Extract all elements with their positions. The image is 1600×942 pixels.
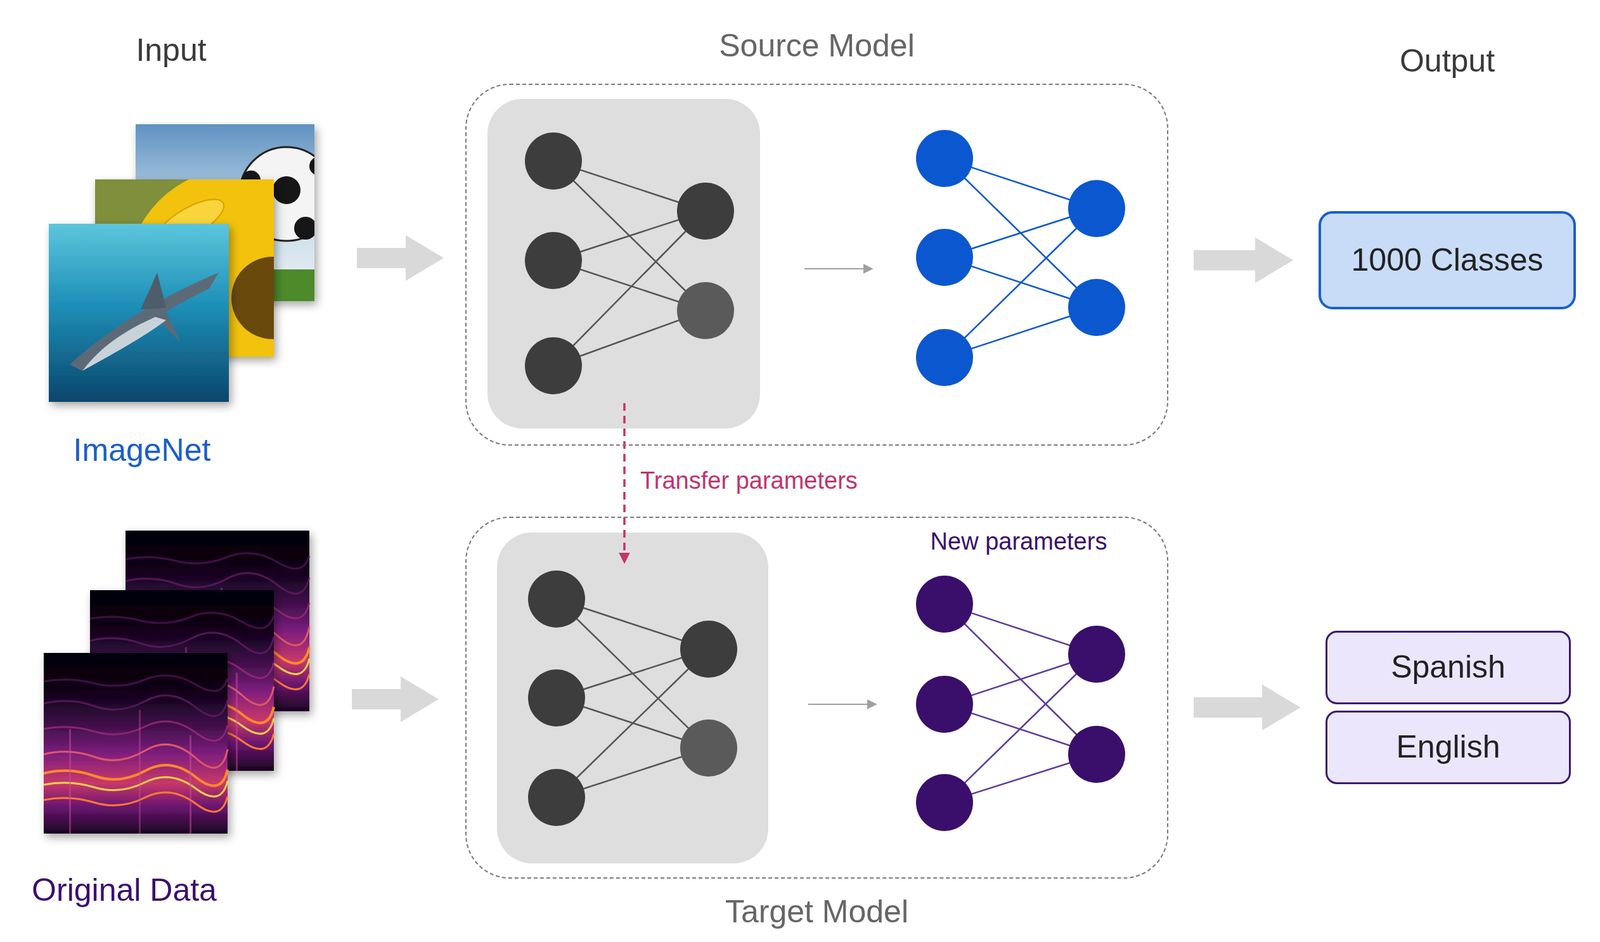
dataset-label: ImageNet (73, 432, 212, 470)
neuron (916, 575, 974, 633)
neuron (1068, 180, 1126, 238)
input-arrow (356, 235, 444, 281)
column-heading: Output (1399, 43, 1495, 80)
neuron (524, 132, 582, 190)
neuron (528, 768, 586, 826)
annotation: New parameters (930, 528, 1108, 556)
neuron (677, 182, 735, 240)
net-edge (944, 208, 1097, 358)
ball-patch (294, 216, 315, 240)
ball-patch (272, 176, 301, 205)
flow-arrow (1193, 684, 1301, 731)
layer-panel (487, 98, 761, 429)
sunflower-center (231, 256, 274, 340)
neuron (680, 620, 738, 678)
net-edge (944, 654, 1097, 803)
class-box: Spanish (1325, 630, 1571, 705)
neuron (1068, 625, 1126, 683)
dataset-label: Original Data (31, 872, 217, 910)
edge-label: Transfer parameters (640, 467, 858, 496)
class-box: English (1325, 710, 1571, 785)
neuron (916, 228, 974, 286)
net-edge (944, 604, 1097, 755)
flow-arrow (804, 268, 873, 270)
transfer-arrow (623, 403, 626, 562)
neuron (1068, 278, 1126, 336)
net-edge (553, 211, 706, 366)
flow-arrow (1193, 684, 1301, 731)
output-box: 1000 Classes (1318, 211, 1576, 310)
neuron (524, 232, 582, 290)
spectrogram (43, 652, 228, 834)
flow-arrow (1193, 237, 1294, 284)
layer-panel (496, 532, 769, 864)
neuron (528, 570, 586, 628)
neuron (528, 669, 586, 727)
model-group: Target Model (465, 516, 1169, 879)
group-heading: Target Model (466, 893, 1168, 931)
neuron (916, 129, 974, 188)
input-arrow (351, 676, 439, 723)
box-label: English (1396, 729, 1501, 766)
neuron (524, 337, 582, 395)
box-label: 1000 Classes (1351, 242, 1544, 279)
flow-arrow (808, 703, 877, 705)
net-edge (556, 649, 709, 798)
shark-belly (82, 316, 167, 371)
neuron (916, 675, 974, 733)
neuron (677, 282, 735, 340)
neuron (916, 774, 974, 832)
shark (69, 272, 219, 371)
shark-photo (48, 223, 229, 402)
column-heading: Input (135, 32, 207, 70)
box-label: Spanish (1390, 649, 1506, 686)
neuron (680, 719, 738, 777)
group-heading: Source Model (466, 27, 1168, 65)
neuron (1068, 725, 1126, 783)
model-group: Source Model (465, 83, 1169, 446)
shark-fin (140, 272, 167, 310)
ball-patch (309, 156, 315, 176)
neuron (916, 329, 974, 387)
net-edge (944, 158, 1097, 308)
net-edge (556, 599, 709, 749)
photo-sea (48, 223, 229, 402)
